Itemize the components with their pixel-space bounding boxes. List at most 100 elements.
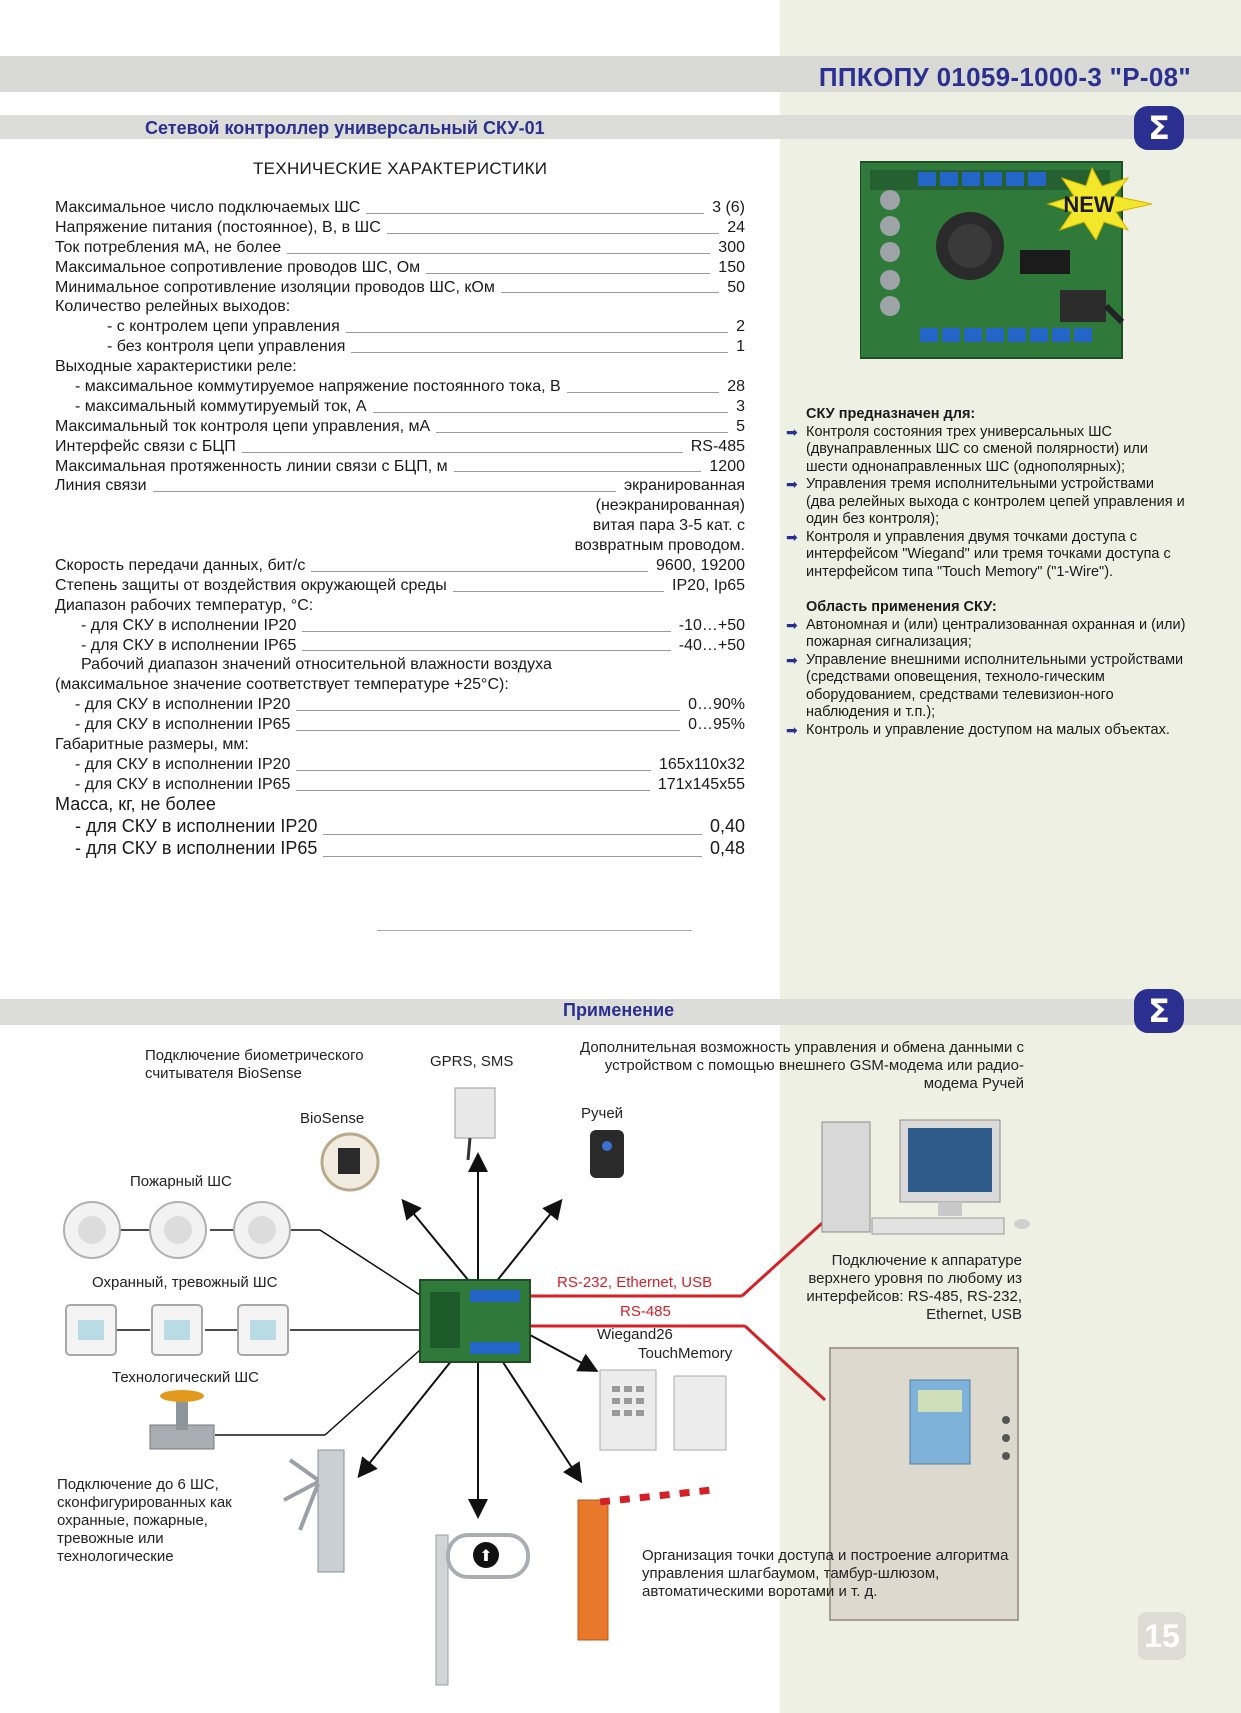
- spec-value: 0…95%: [688, 716, 745, 734]
- leader-line: [323, 833, 702, 835]
- application-title: Применение: [563, 1000, 675, 1020]
- touchmemory-label: TouchMemory: [638, 1345, 733, 1362]
- biometric-label: Подключение биометрического считывателя …: [145, 1047, 364, 1082]
- spec-row: Максимальное сопротивление проводов ШС, …: [55, 258, 745, 278]
- leader-line: [296, 710, 680, 712]
- spec-row: Интерфейс связи с БЦП RS-485: [55, 437, 745, 457]
- arrow-right-icon: ➡: [786, 423, 798, 440]
- spec-label: - для СКУ в исполнении IP20: [81, 616, 297, 634]
- spec-row: Степень защиты от воздействия окружающей…: [55, 576, 745, 596]
- new-badge: NEW: [1063, 192, 1115, 217]
- access-note: Организация точки доступа и построение а…: [642, 1547, 1009, 1600]
- spec-value: 150: [718, 258, 745, 276]
- leader-line: [426, 272, 710, 274]
- application-band: [0, 999, 1241, 1025]
- spec-value: 300: [718, 238, 745, 256]
- spec-label: - для СКУ в исполнении IP20: [75, 755, 291, 773]
- security-zone-label: Охранный, тревожный ШС: [92, 1274, 278, 1291]
- spec-label: Скорость передачи данных, бит/с: [55, 557, 306, 575]
- rs232-label: RS-232, Ethernet, USB: [557, 1274, 713, 1291]
- spec-row: Габаритные размеры, мм:: [55, 735, 745, 755]
- leader-line: [296, 789, 650, 791]
- list-item: ➡Контроля состояния трех универсальных Ш…: [786, 423, 1148, 475]
- spec-label: - для СКУ в исполнении IP20: [75, 696, 291, 714]
- spec-value: 0,48: [709, 837, 745, 858]
- gprs-label: GPRS, SMS: [430, 1053, 514, 1070]
- spec-label: Диапазон рабочих температур, °С:: [55, 596, 314, 614]
- spec-label: - для СКУ в исполнении IP65: [81, 636, 297, 654]
- spec-value: RS-485: [690, 437, 745, 455]
- list-item: ➡Управление внешними исполнительными уст…: [786, 651, 1184, 721]
- sigma-logo-icon: Σ: [1134, 989, 1184, 1033]
- leader-line: [346, 332, 728, 334]
- spec-row: Скорость передачи данных, бит/с 9600, 192…: [55, 556, 745, 576]
- spec-label: - для СКУ в исполнении IP20: [75, 815, 318, 836]
- leader-line: [323, 855, 702, 857]
- spec-value: 9600, 19200: [656, 557, 745, 575]
- purpose-list: ➡Контроля состояния трех универсальных Ш…: [786, 424, 1186, 582]
- description-column: СКУ предназначен для: ➡Контроля состояни…: [786, 406, 1186, 739]
- spec-label: Максимальное сопротивление проводов ШС, …: [55, 258, 421, 276]
- upper-level-note: Подключение к аппаратуре верхнего уровня…: [806, 1252, 1022, 1323]
- svg-text:⬆: ⬆: [479, 1546, 492, 1565]
- spec-value: (неэкранированная): [595, 497, 745, 515]
- arrow-right-icon: ➡: [786, 721, 798, 738]
- list-item: ➡Автономная и (или) централизованная охр…: [786, 616, 1186, 651]
- spec-label: - без контроля цепи управления: [107, 338, 346, 356]
- spec-row: Максимальный ток контроля цепи управлени…: [55, 417, 745, 437]
- purpose-heading: СКУ предназначен для:: [806, 406, 976, 422]
- leader-line: [153, 491, 616, 493]
- spec-value: 3: [736, 397, 745, 415]
- spec-label: Максимальная протяженность линии связи с…: [55, 457, 448, 475]
- spec-label: Интерфейс связи с БЦП: [55, 437, 236, 455]
- arrow-right-icon: ➡: [786, 528, 798, 545]
- divider: [377, 930, 692, 931]
- spec-value: 28: [727, 378, 745, 396]
- spec-row: Диапазон рабочих температур, °С:: [55, 596, 745, 616]
- spec-value: 5: [736, 417, 745, 435]
- spec-row: Минимальное сопротивление изоляции прово…: [55, 278, 745, 298]
- leader-line: [501, 292, 719, 294]
- leader-line: [296, 730, 680, 732]
- gsm-note: Дополнительная возможность управления и …: [580, 1039, 1024, 1092]
- spec-label: Количество релейных выходов:: [55, 298, 291, 316]
- spec-row: Масса, кг, не более: [55, 794, 745, 817]
- leader-line: [351, 352, 728, 354]
- tech-zone-label: Технологический ШС: [112, 1369, 259, 1386]
- biosense-label: BioSense: [300, 1110, 365, 1127]
- model-title: ППКОПУ 01059-1000-3 "Р-08": [818, 62, 1191, 92]
- spec-row: - для СКУ в исполнении IP65 0,48: [55, 837, 745, 861]
- leader-line: [366, 212, 704, 214]
- spec-label: - для СКУ в исполнении IP65: [75, 837, 318, 858]
- leader-line: [387, 232, 719, 234]
- leader-line: [436, 431, 728, 433]
- spec-row: - для СКУ в исполнении IP20-10…+50: [55, 616, 745, 636]
- spec-value: 50: [727, 278, 745, 296]
- zones-note: Подключение до 6 ШС, сконфигурированных …: [57, 1476, 232, 1565]
- spec-label: - для СКУ в исполнении IP65: [75, 716, 291, 734]
- spec-label: Ток потребления мА, не более: [55, 238, 282, 256]
- rs485-label: RS-485: [620, 1303, 671, 1320]
- spec-row: Количество релейных выходов:: [55, 297, 745, 317]
- leader-line: [567, 391, 719, 393]
- leader-line: [287, 252, 710, 254]
- application-area-heading: Область применения СКУ:: [806, 599, 997, 615]
- section-title: Сетевой контроллер универсальный СКУ-01: [145, 118, 545, 138]
- spec-label: - для СКУ в исполнении IP65: [75, 775, 291, 793]
- controller-board-photo: NEW: [860, 161, 1153, 359]
- spec-label: Габаритные размеры, мм:: [55, 736, 249, 754]
- spec-label: Максимальный ток контроля цепи управлени…: [55, 417, 431, 435]
- list-item: ➡Контроля и управления двумя точками дос…: [786, 528, 1171, 580]
- leader-line: [373, 411, 728, 413]
- spec-label: Максимальное число подключаемых ШС: [55, 199, 361, 216]
- leader-line: [242, 451, 683, 453]
- section-band: [0, 115, 1241, 139]
- arrow-right-icon: ➡: [786, 651, 798, 668]
